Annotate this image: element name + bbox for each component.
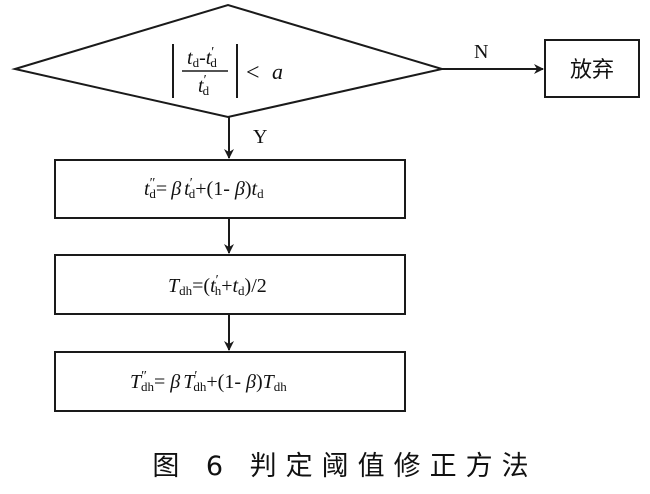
decision-diamond [11,3,446,119]
svg-text:t′d: t′d [198,73,210,98]
reject-label: 放弃 [570,57,614,82]
svg-text:td-t′d: td-t′d [187,45,217,70]
step3-box [54,351,406,412]
reject-box [544,39,640,98]
decision-formula: td-t′d t′d < a [172,44,283,98]
no-label: N [474,41,488,63]
step2-formula: Tdh=(t′h+td)/2 [168,273,267,298]
figure-caption: 图 6 判定阈值修正方法 [152,451,537,482]
yes-label: Y [253,126,267,148]
svg-text:a: a [272,59,283,84]
svg-text:<: < [246,60,260,86]
